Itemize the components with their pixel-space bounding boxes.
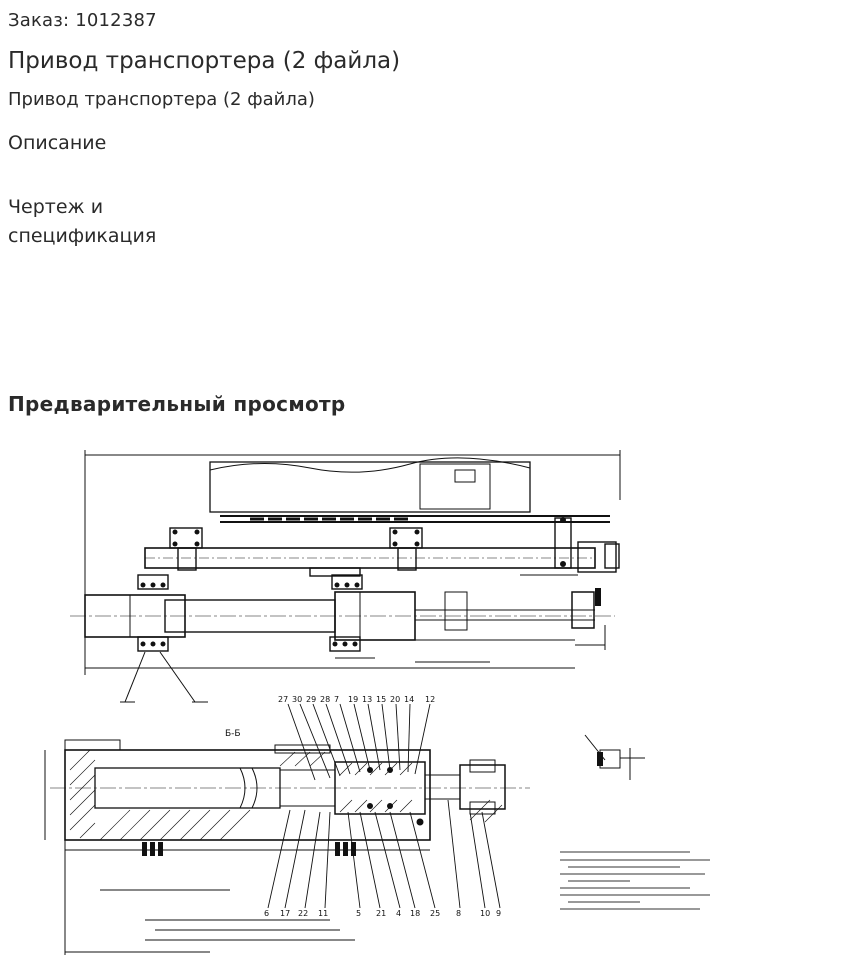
callout-number: 11	[318, 909, 328, 918]
callout-number: 10	[480, 909, 490, 918]
callout-number: 29	[306, 695, 316, 704]
preview-heading: Предварительный просмотр	[8, 392, 346, 416]
callout-number: 25	[430, 909, 440, 918]
product-title: Привод транспортера (2 файла)	[8, 48, 401, 74]
callout-number: 4	[396, 909, 401, 918]
callout-number: 9	[496, 909, 501, 918]
order-number: Заказ: 1012387	[8, 10, 157, 31]
description-text: Чертеж и спецификация	[8, 196, 157, 247]
technical-drawing-preview: Б-Б 27 30 29 28 7 19 13 15 20 14 12 6 17 22 11 5 21 4 18 25…	[44, 450, 710, 955]
callout-number: 5	[356, 909, 361, 918]
description-heading: Описание	[8, 132, 107, 154]
callout-number: 30	[292, 695, 302, 704]
callout-number: 28	[320, 695, 330, 704]
callout-number: 12	[425, 695, 435, 704]
callout-number: 22	[298, 909, 308, 918]
callout-number: 15	[376, 695, 386, 704]
callout-number: 18	[410, 909, 420, 918]
callout-number: 8	[456, 909, 461, 918]
callout-number: 13	[362, 695, 372, 704]
callout-number: 19	[348, 695, 358, 704]
callout-number: 21	[376, 909, 386, 918]
callout-number: 17	[280, 909, 290, 918]
callout-number: 27	[278, 695, 288, 704]
callout-number: 7	[334, 695, 339, 704]
product-subtitle: Привод транспортера (2 файла)	[8, 89, 315, 110]
callout-number: 20	[390, 695, 400, 704]
section-label: Б-Б	[225, 729, 241, 739]
callout-number: 14	[404, 695, 414, 704]
callout-number: 6	[264, 909, 269, 918]
